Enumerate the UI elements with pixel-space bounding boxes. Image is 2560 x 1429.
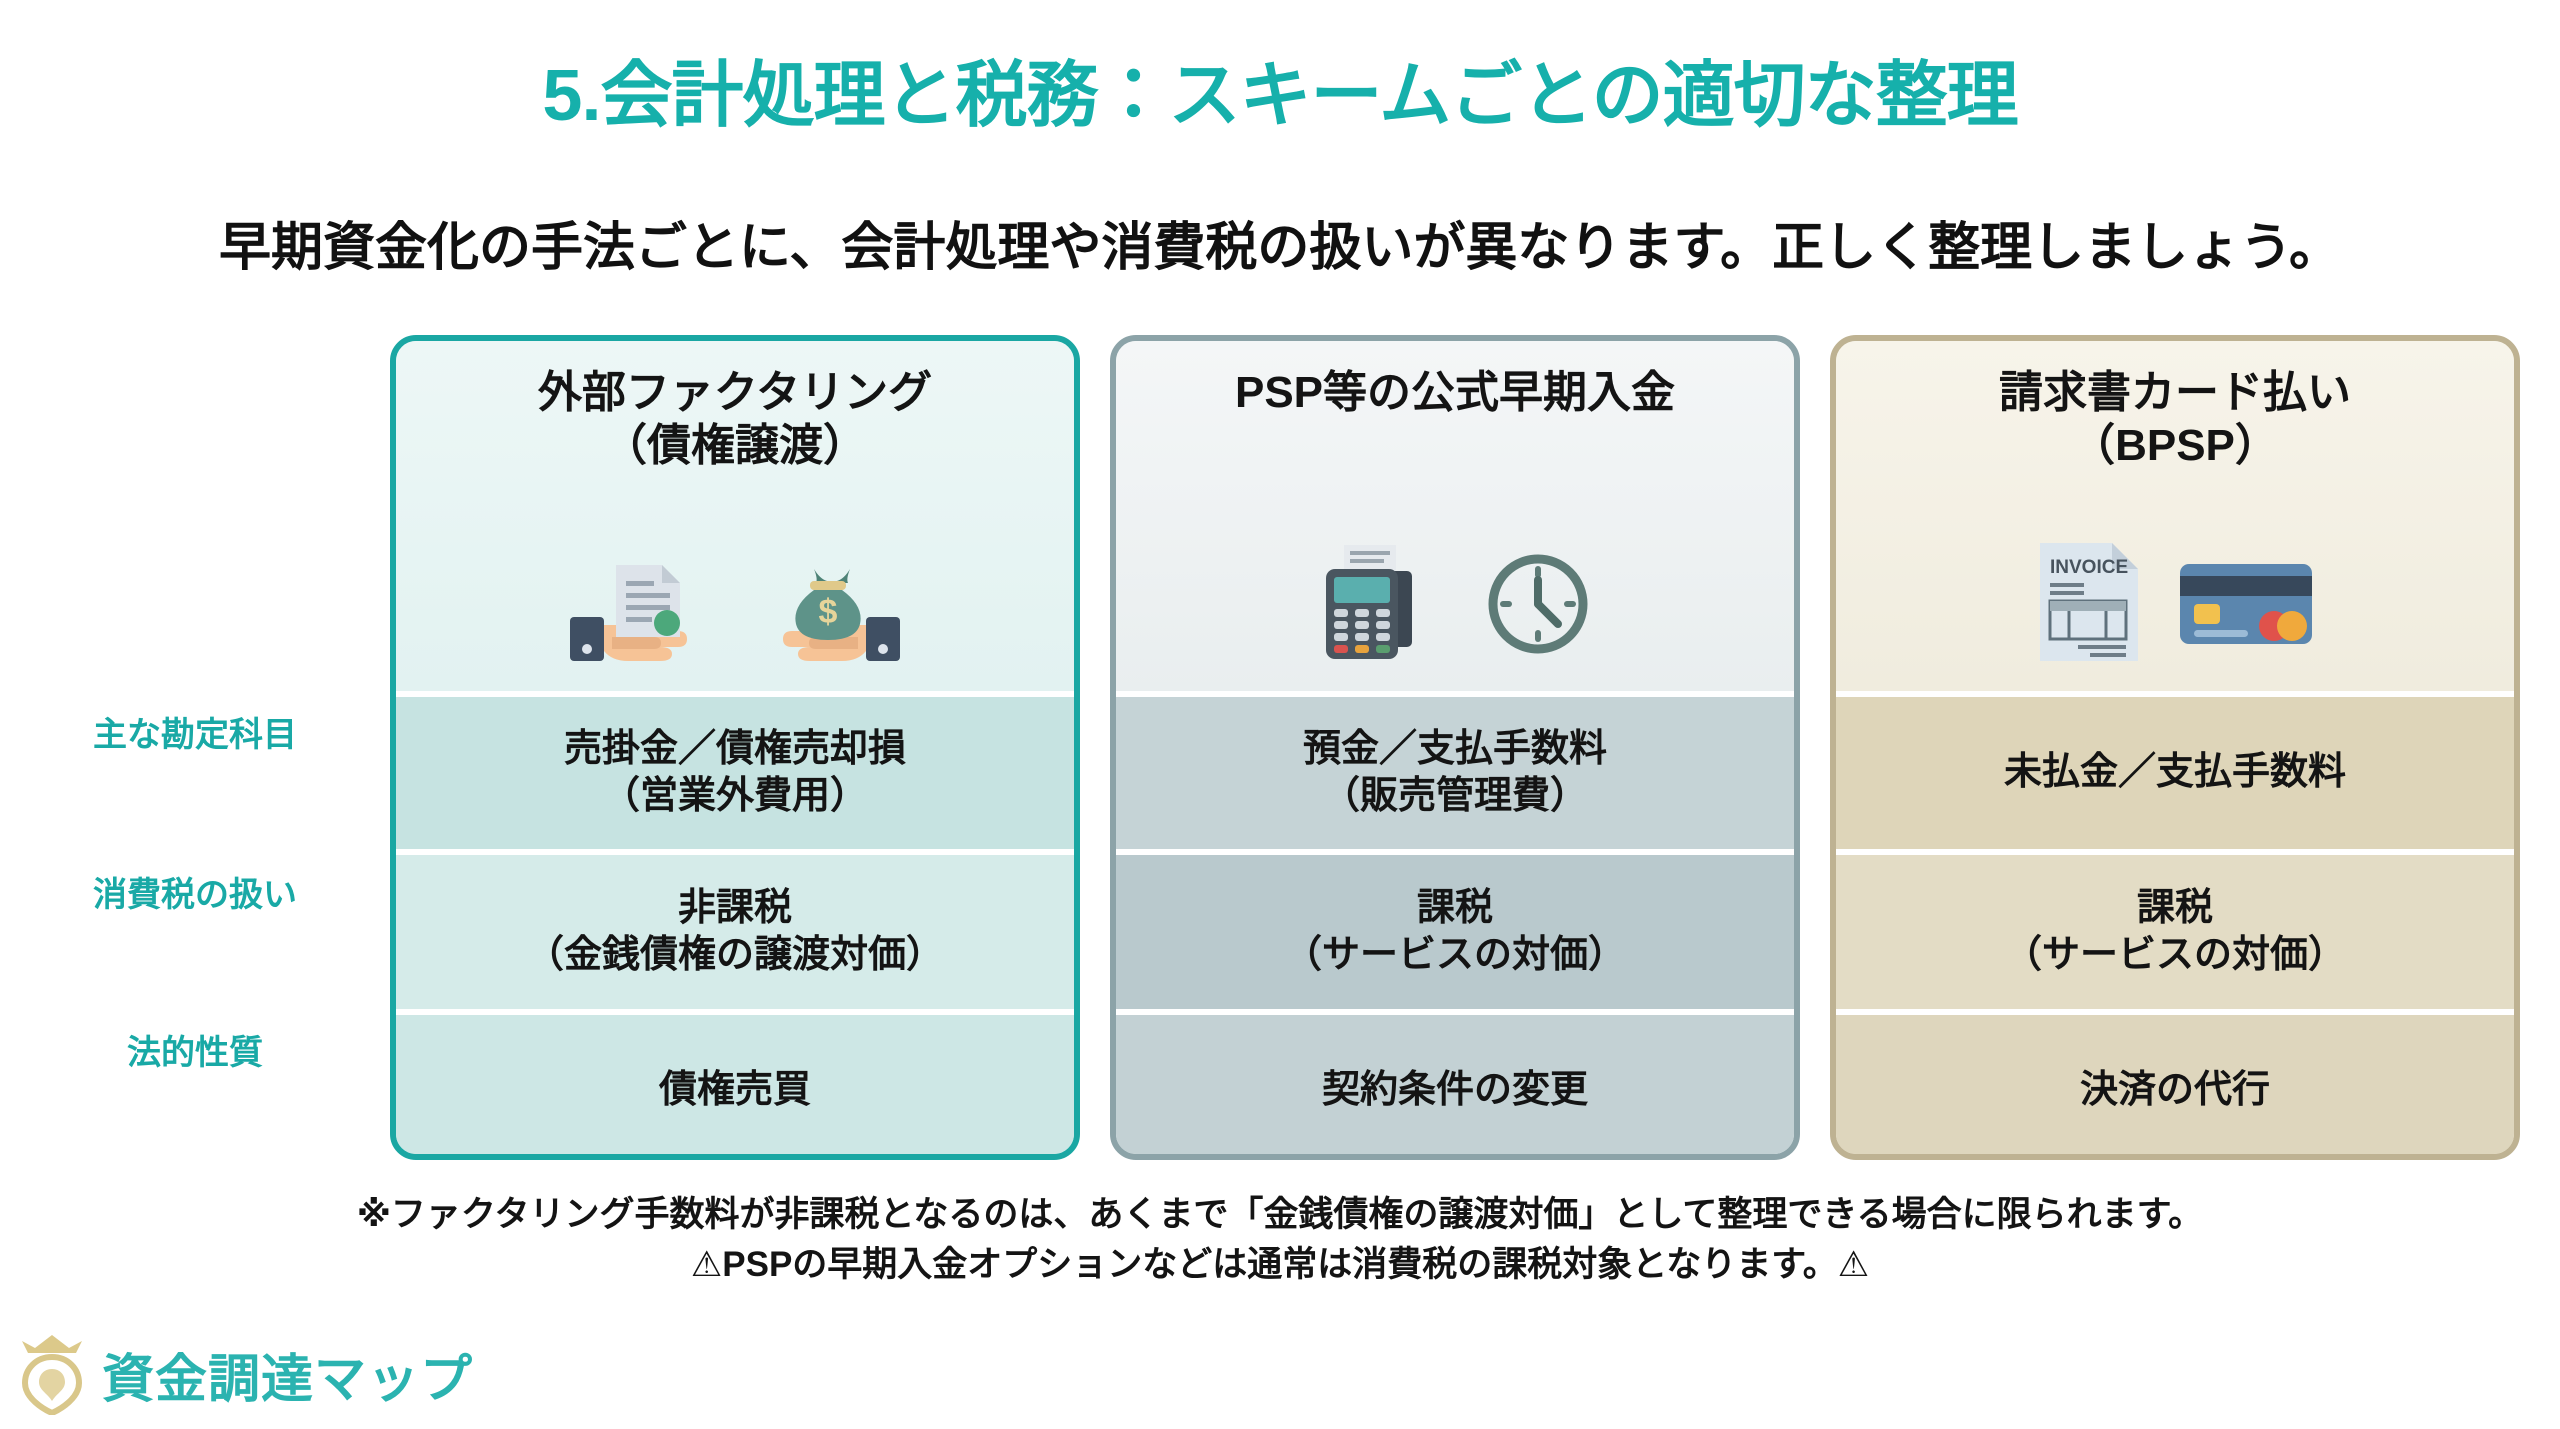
cell-factoring-accounting-item: 売掛金／債権売却損 （営業外費用）	[396, 691, 1074, 849]
cell-factoring-consumption-tax: 非課税 （金銭債権の譲渡対価）	[396, 849, 1074, 1009]
cell-psp-accounting-item: 預金／支払手数料 （販売管理費）	[1116, 691, 1794, 849]
card-header-psp: PSP等の公式早期入金	[1116, 341, 1794, 691]
hand-document-icon	[568, 551, 718, 663]
card-icons-bpsp: INVOICE	[1836, 541, 2514, 663]
card-icons-factoring: $	[396, 551, 1074, 663]
row-label-consumption-tax: 消費税の扱い	[93, 876, 297, 914]
card-terminal-icon	[1316, 545, 1448, 663]
footnote-psp-tax: ⚠PSPの早期入金オプションなどは通常は消費税の課税対象となります。⚠	[690, 1244, 1870, 1284]
row-label-accounting-item: 主な勘定科目	[93, 716, 297, 754]
svg-text:$: $	[819, 593, 838, 631]
column-card-bpsp[interactable]: 請求書カード払い （BPSP） INVOICE	[1830, 335, 2520, 1160]
card-header-bpsp: 請求書カード払い （BPSP） INVOICE	[1836, 341, 2514, 691]
row-label-column: 主な勘定科目 消費税の扱い 法的性質	[0, 335, 390, 1160]
column-card-factoring[interactable]: 外部ファクタリング （債権譲渡）	[390, 335, 1080, 1160]
clock-icon	[1482, 548, 1594, 660]
credit-card-icon	[2178, 556, 2314, 648]
cell-bpsp-accounting-item: 未払金／支払手数料	[1836, 691, 2514, 849]
cell-bpsp-consumption-tax: 課税 （サービスの対価）	[1836, 849, 2514, 1009]
crown-map-pin-icon	[16, 1333, 88, 1415]
page-subtitle: 早期資金化の手法ごとに、会計処理や消費税の扱いが異なります。正しく整理しましょう…	[218, 219, 2342, 277]
cell-bpsp-legal-nature: 決済の代行	[1836, 1009, 2514, 1154]
cell-psp-consumption-tax: 課税 （サービスの対価）	[1116, 849, 1794, 1009]
row-label-legal-nature: 法的性質	[127, 1034, 263, 1072]
card-icons-psp	[1116, 545, 1794, 663]
footnotes: ※ファクタリング手数料が非課税となるのは、あくまで「金銭債権の譲渡対価」として整…	[0, 1190, 2560, 1289]
card-header-factoring: 外部ファクタリング （債権譲渡）	[396, 341, 1074, 691]
cell-psp-legal-nature: 契約条件の変更	[1116, 1009, 1794, 1154]
footnote-factoring-tax: ※ファクタリング手数料が非課税となるのは、あくまで「金銭債権の譲渡対価」として整…	[356, 1195, 2204, 1234]
invoice-label: INVOICE	[2050, 557, 2128, 578]
hand-money-bag-icon: $	[752, 551, 902, 663]
column-card-psp[interactable]: PSP等の公式早期入金	[1110, 335, 1800, 1160]
invoice-document-icon: INVOICE	[2036, 541, 2144, 663]
comparison-grid: 主な勘定科目 消費税の扱い 法的性質 外部ファクタリング （債権譲渡）	[0, 335, 2560, 1160]
page-title: 5.会計処理と税務：スキームごとの適切な整理	[542, 56, 2018, 136]
card-title-psp: PSP等の公式早期入金	[1234, 368, 1676, 417]
card-title-factoring: 外部ファクタリング （債権譲渡）	[537, 368, 933, 470]
card-title-bpsp: 請求書カード払い （BPSP）	[1999, 368, 2351, 470]
brand-logo[interactable]: 資金調達マップ	[16, 1333, 473, 1415]
brand-logo-text: 資金調達マップ	[102, 1350, 474, 1409]
cell-factoring-legal-nature: 債権売買	[396, 1009, 1074, 1154]
